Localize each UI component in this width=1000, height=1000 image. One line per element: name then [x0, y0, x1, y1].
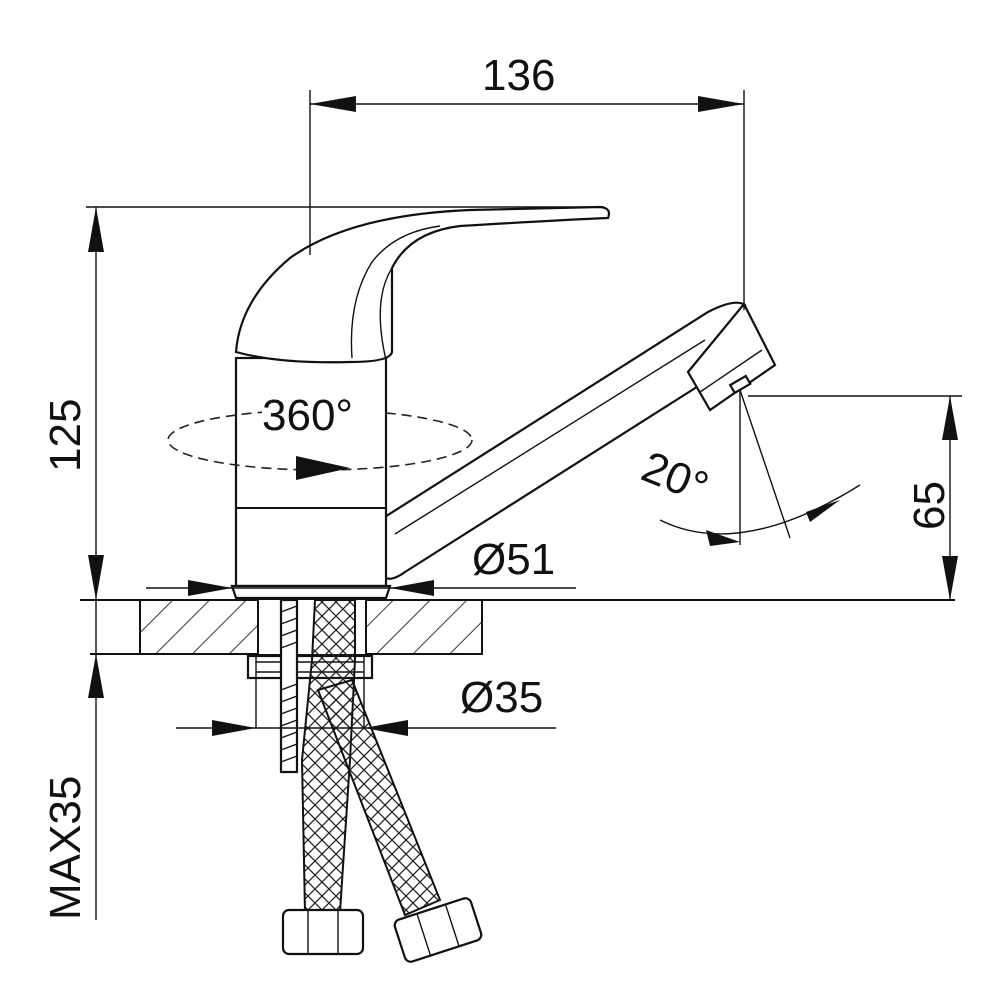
base-diameter-label: Ø51	[472, 535, 555, 584]
rotation-indicator: 360°	[167, 391, 473, 480]
countertop-section	[80, 599, 955, 655]
tilt-angle-indicator: 20°	[635, 389, 861, 546]
shank-diameter-label: Ø35	[460, 673, 543, 722]
max-thickness-label: MAX35	[41, 776, 90, 920]
dimension-base-diameter: Ø51	[146, 535, 576, 596]
hose-nut-right	[393, 897, 483, 963]
dimension-spout-height: 65	[748, 395, 962, 600]
threaded-stud	[279, 598, 299, 774]
height-total-label: 125	[41, 399, 90, 472]
aerator	[686, 302, 777, 412]
dimension-shank-diameter: Ø35	[176, 654, 556, 736]
width-top-label: 136	[482, 51, 555, 100]
lever-handle	[234, 205, 611, 364]
braided-hose-right	[316, 678, 442, 917]
rotation-label: 360°	[262, 391, 353, 440]
dimension-max-thickness: MAX35	[41, 600, 104, 920]
spout	[376, 301, 750, 580]
dimension-width-top: 136	[309, 51, 745, 310]
spout-height-label: 65	[905, 481, 954, 530]
dimension-height-total: 125	[41, 206, 604, 600]
rotation-arrowhead	[296, 456, 350, 480]
tilt-angle-label: 20°	[635, 442, 715, 512]
hose-nut-left	[281, 908, 365, 956]
